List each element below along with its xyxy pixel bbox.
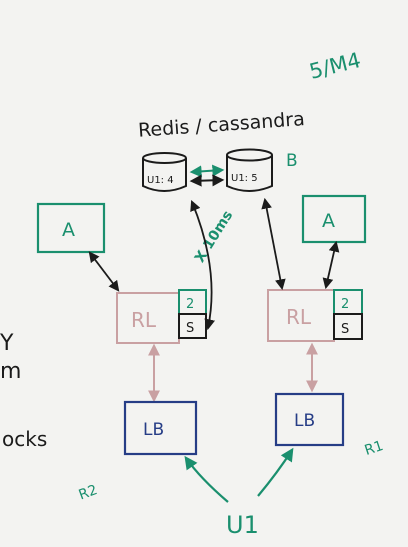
right-rate-limiter-label: RL	[286, 305, 312, 329]
right-rl-db-arrow	[261, 197, 286, 291]
right-counter-bottom-box	[333, 313, 363, 340]
left-load-balancer-label: LB	[143, 420, 164, 440]
db-replication-arrow-top	[189, 164, 225, 178]
left-db-value: U1: 4	[147, 175, 174, 186]
left-app-label: A	[62, 219, 75, 241]
left-app-rl-arrow	[88, 251, 120, 292]
left-app-box	[36, 202, 106, 254]
right-load-balancer-box	[274, 392, 345, 447]
left-load-balancer-box	[123, 400, 198, 456]
edge-text-ocks: ocks	[2, 427, 47, 451]
right-region-label: R1	[363, 438, 386, 459]
user-left-lb-arrow	[184, 455, 229, 503]
edge-text-m: m	[0, 359, 21, 384]
right-app-label: A	[322, 210, 335, 232]
right-counter-bottom: S	[341, 322, 349, 337]
left-counter-bottom: S	[186, 321, 194, 336]
storage-title: Redis / cassandra	[137, 108, 305, 142]
user-label: U1	[226, 511, 259, 539]
right-database-cylinder: U1: 5	[226, 148, 273, 192]
left-rate-limiter-label: RL	[131, 308, 157, 332]
latency-note: X 10ms	[192, 208, 236, 266]
edge-text-y: Y	[0, 331, 14, 356]
right-load-balancer-label: LB	[294, 411, 315, 431]
left-region-label: R2	[77, 482, 100, 503]
left-database-cylinder: U1: 4	[142, 152, 187, 192]
left-counter-top: 2	[186, 297, 194, 312]
right-counter-top: 2	[341, 297, 349, 312]
note-5m4: 5/M4	[307, 48, 363, 84]
db-replication-arrow-bottom	[189, 174, 225, 187]
right-db-tag: B	[286, 151, 298, 171]
left-rl-db-arrow	[190, 200, 216, 331]
right-app-rl-arrow	[322, 240, 340, 290]
user-right-lb-arrow	[257, 447, 294, 497]
right-db-value: U1: 5	[231, 173, 258, 184]
